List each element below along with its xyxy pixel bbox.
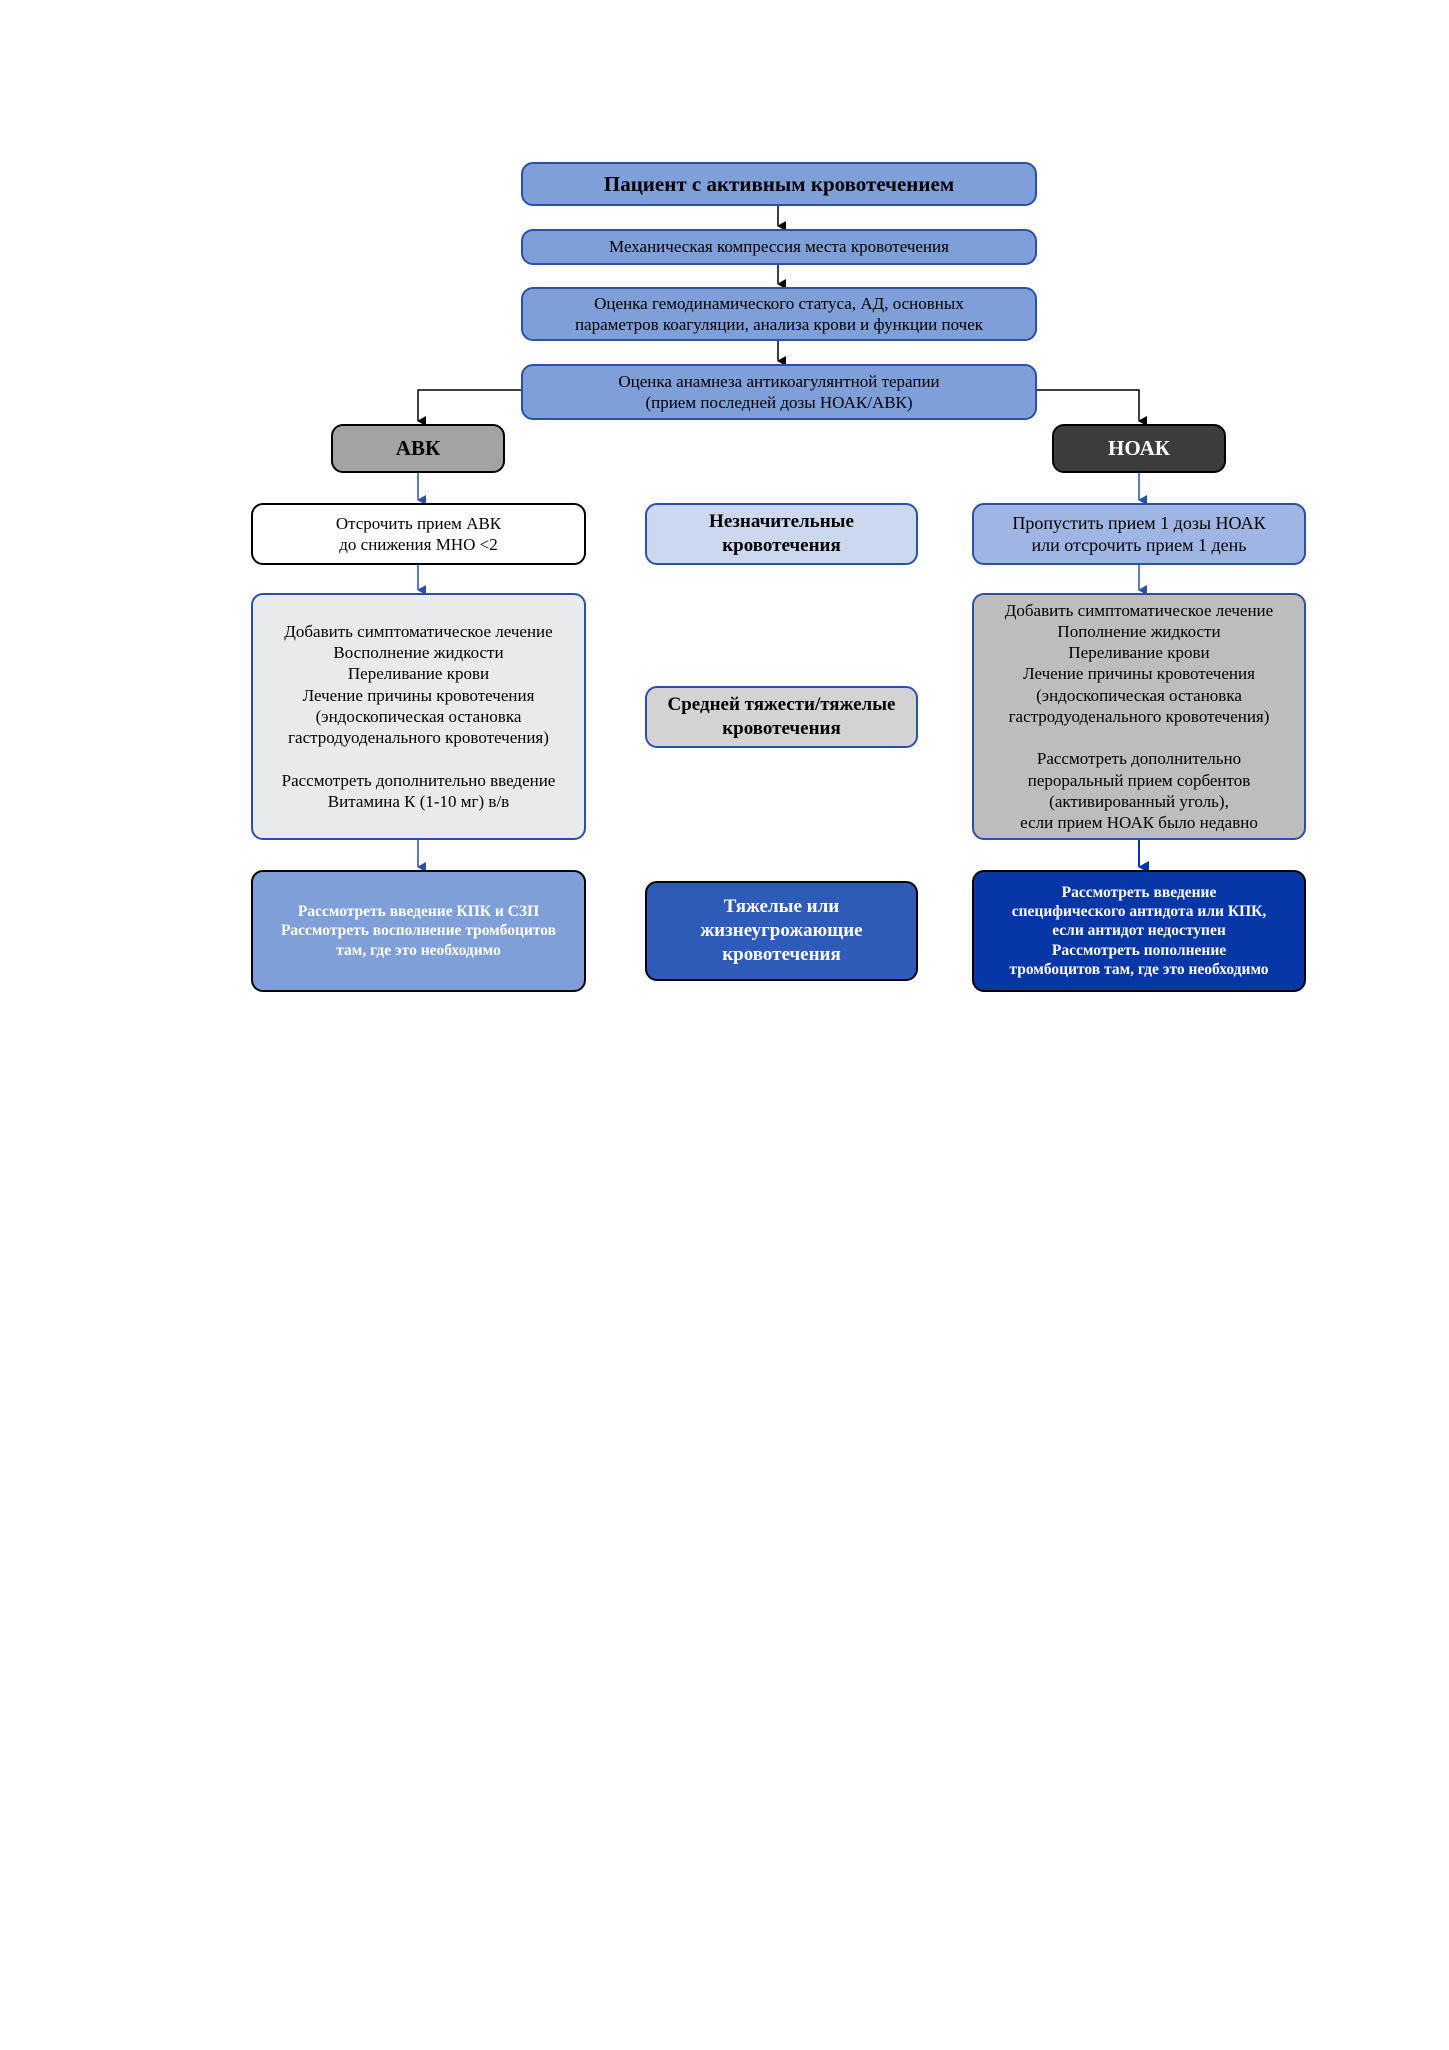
noac-severe-line: специфического антидота или КПК, bbox=[1011, 902, 1267, 920]
noac-moderate-line: (эндоскопическая остановка bbox=[1036, 685, 1242, 705]
noac-moderate-extra-line: если прием НОАК было недавно bbox=[1020, 813, 1258, 833]
history-line: Оценка анамнеза антикоагулянтной терапии bbox=[618, 371, 940, 391]
noac-moderate-line: Переливание крови bbox=[1068, 643, 1210, 663]
severity-severe-line: кровотечения bbox=[722, 943, 841, 965]
anticoagulant-history-box: Оценка анамнеза антикоагулянтной терапии… bbox=[521, 364, 1037, 420]
assessment-line: Оценка гемодинамического статуса, АД, ос… bbox=[594, 293, 964, 313]
avk-severe-box: Рассмотреть введение КПК и СЗП Рассмотре… bbox=[251, 870, 586, 992]
severity-moderate-line: кровотечения bbox=[722, 718, 841, 739]
avk-moderate-line: Лечение причины кровотечения bbox=[302, 685, 535, 705]
avk-moderate-line: Добавить симптоматическое лечение bbox=[284, 621, 553, 641]
avk-minor-line: Отсрочить прием АВК bbox=[335, 513, 502, 533]
avk-severe-line: Рассмотреть введение КПК и СЗП bbox=[297, 902, 540, 920]
noac-moderate-line: Лечение причины кровотечения bbox=[1023, 664, 1255, 684]
noac-moderate-extra-line: (активированный уголь), bbox=[1049, 791, 1229, 811]
noac-moderate-extra-line: Рассмотреть дополнительно bbox=[1036, 749, 1242, 769]
arrow-history-to-avk bbox=[417, 389, 521, 426]
avk-moderate-line: Переливание крови bbox=[347, 664, 490, 684]
assessment-line: параметров коагуляции, анализа крови и ф… bbox=[574, 315, 984, 334]
assessment-box: Оценка гемодинамического статуса, АД, ос… bbox=[521, 287, 1037, 341]
avk-moderate-line: (эндоскопическая остановка bbox=[315, 706, 522, 726]
avk-minor-box: Отсрочить прием АВК до снижения МНО <2 bbox=[251, 503, 586, 565]
avk-minor-line: до снижения МНО <2 bbox=[339, 535, 498, 554]
severity-minor-line: кровотечения bbox=[722, 535, 841, 556]
noac-header-label: НОАК bbox=[1107, 436, 1170, 461]
noac-severe-line: тромбоцитов там, где это необходимо bbox=[1009, 961, 1269, 979]
noac-minor-line: или отсрочить прием 1 день bbox=[1031, 535, 1247, 555]
avk-moderate-line: гастродуоденального кровотечения) bbox=[288, 728, 549, 748]
avk-header-box: АВК bbox=[331, 424, 505, 473]
noac-moderate-line: гастродуоденального кровотечения) bbox=[1008, 706, 1270, 726]
noac-minor-line: Пропустить прием 1 дозы НОАК bbox=[1012, 512, 1266, 533]
severity-severe-line: жизнеугрожающие bbox=[700, 920, 863, 942]
noac-moderate-line: Пополнение жидкости bbox=[1057, 621, 1221, 641]
mechanical-compression-label: Механическая компрессия места кровотечен… bbox=[609, 237, 949, 257]
noac-minor-box: Пропустить прием 1 дозы НОАК или отсрочи… bbox=[972, 503, 1306, 565]
noac-moderate-extra-line: пероральный прием сорбентов bbox=[1027, 770, 1251, 790]
noac-severe-box: Рассмотреть введение специфического анти… bbox=[972, 870, 1306, 992]
avk-severe-line: там, где это необходимо bbox=[336, 941, 501, 959]
avk-moderate-line: Восполнение жидкости bbox=[333, 643, 504, 663]
noac-severe-line: Рассмотреть введение bbox=[1061, 883, 1217, 901]
severity-severe-line: Тяжелые или bbox=[723, 896, 840, 918]
avk-header-label: АВК bbox=[395, 436, 441, 461]
mechanical-compression-box: Механическая компрессия места кровотечен… bbox=[521, 229, 1037, 265]
patient-active-bleeding-box: Пациент с активным кровотечением bbox=[521, 162, 1037, 206]
avk-moderate-extra-line: Рассмотреть дополнительно введение bbox=[281, 770, 556, 790]
noac-moderate-box: Добавить симптоматическое лечение Пополн… bbox=[972, 593, 1306, 840]
noac-severe-line: Рассмотреть пополнение bbox=[1051, 941, 1227, 959]
arrow-history-to-noac bbox=[1036, 389, 1147, 426]
severity-severe-box: Тяжелые или жизнеугрожающие кровотечения bbox=[645, 881, 918, 981]
avk-moderate-box: Добавить симптоматическое лечение Воспол… bbox=[251, 593, 586, 840]
severity-moderate-line: Средней тяжести/тяжелые bbox=[667, 694, 896, 716]
patient-active-bleeding-label: Пациент с активным кровотечением bbox=[603, 171, 955, 196]
severity-minor-line: Незначительные bbox=[709, 511, 854, 533]
history-line: (прием последней дозы НОАК/АВК) bbox=[645, 393, 913, 412]
noac-severe-line: если антидот недоступен bbox=[1052, 922, 1226, 940]
noac-header-box: НОАК bbox=[1052, 424, 1226, 473]
avk-moderate-extra-line: Витамина К (1-10 мг) в/в bbox=[327, 791, 510, 811]
severity-minor-box: Незначительные кровотечения bbox=[645, 503, 918, 565]
avk-severe-line: Рассмотреть восполнение тромбоцитов bbox=[280, 922, 557, 940]
severity-moderate-box: Средней тяжести/тяжелые кровотечения bbox=[645, 686, 918, 748]
noac-moderate-line: Добавить симптоматическое лечение bbox=[1004, 600, 1274, 620]
